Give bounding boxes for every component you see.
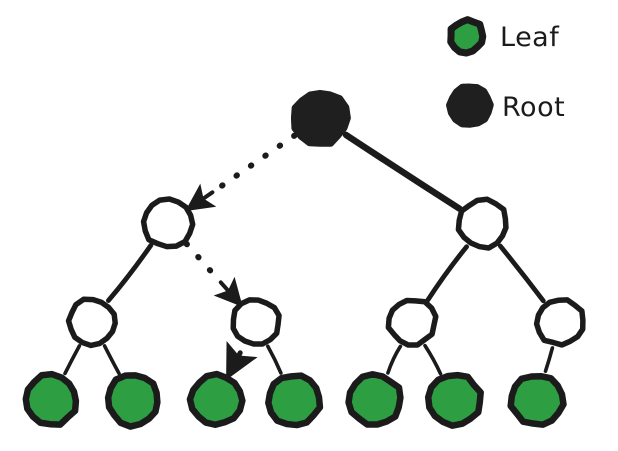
legend-label-leaf: Leaf	[500, 22, 560, 53]
edge-ll-to-leaf-2	[102, 344, 121, 376]
dotted-line	[209, 132, 298, 196]
leaf-circle	[424, 371, 484, 429]
leaf-circle	[345, 371, 404, 428]
edges-layer	[63, 131, 555, 376]
internal-circle	[533, 297, 586, 348]
legend-item-root: Root	[446, 83, 565, 128]
leaf-circle	[186, 370, 246, 428]
internal-node-rr[interactable]	[533, 297, 586, 348]
traversal-arrows-layer	[183, 132, 298, 381]
arrow-lr-to-leaf-3	[226, 341, 258, 381]
nodes-layer	[22, 89, 586, 430]
internal-node-right[interactable]	[455, 196, 509, 251]
internal-node-lr[interactable]	[230, 297, 282, 347]
internal-node-rl[interactable]	[385, 297, 439, 348]
edge-left-to-ll	[106, 242, 154, 303]
leaf-node-5[interactable]	[345, 371, 404, 428]
edge-right-to-rl	[425, 244, 469, 303]
dotted-arrow-root-to-left	[185, 132, 298, 212]
legend-label-root: Root	[502, 92, 565, 123]
internal-circle	[65, 296, 118, 349]
leaf-circle	[22, 370, 80, 428]
leaf-node-2[interactable]	[104, 372, 161, 430]
legend-swatch-leaf	[447, 16, 487, 57]
leaf-circle	[265, 372, 324, 429]
leaf-circle	[507, 372, 567, 428]
legend-item-leaf: Leaf	[447, 16, 560, 57]
leaf-circle	[104, 372, 161, 430]
internal-circle	[455, 196, 509, 251]
arrowhead-icon	[226, 341, 258, 381]
leaf-node-7[interactable]	[507, 372, 567, 428]
edge-root-to-right	[342, 131, 463, 212]
internal-circle	[140, 196, 196, 250]
dotted-arrow-left-to-lr	[183, 240, 243, 308]
internal-circle	[385, 297, 439, 348]
internal-circle	[230, 297, 282, 347]
arrowhead-icon	[185, 183, 217, 212]
leaf-node-6[interactable]	[424, 371, 484, 429]
edge-lr-to-leaf-4	[266, 344, 283, 375]
internal-node-ll[interactable]	[65, 296, 118, 349]
leaf-node-4[interactable]	[265, 372, 324, 429]
legend-swatch-root	[446, 83, 494, 128]
leaf-node-3[interactable]	[186, 370, 246, 428]
arrowhead-icon	[213, 276, 243, 308]
edge-rl-to-leaf-6	[423, 343, 443, 376]
dotted-line	[183, 240, 224, 286]
edge-right-to-rr	[497, 243, 546, 304]
edge-rr-to-leaf-7	[543, 346, 555, 373]
root-circle	[290, 89, 351, 147]
internal-node-left[interactable]	[140, 196, 196, 250]
root-node[interactable]	[290, 89, 351, 147]
edge-rl-to-leaf-5	[386, 344, 403, 375]
edge-ll-to-leaf-1	[63, 344, 82, 376]
leaf-node-1[interactable]	[22, 370, 80, 428]
